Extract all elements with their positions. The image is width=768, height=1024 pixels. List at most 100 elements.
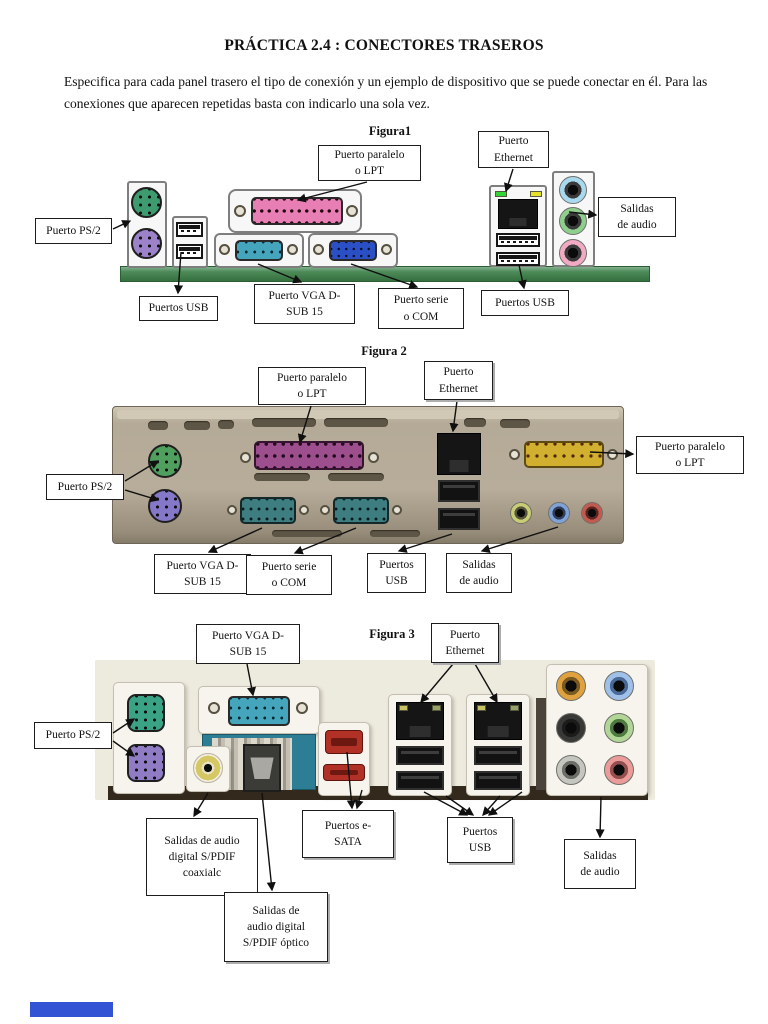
ethernet-led <box>432 705 441 711</box>
vent-slot <box>184 421 210 430</box>
vent-slot <box>370 530 420 537</box>
vent-slot <box>272 530 342 537</box>
fig3-label-ethernet: Puerto Ethernet <box>431 623 499 663</box>
fig3-usb-port <box>474 771 522 790</box>
screw <box>368 452 379 463</box>
fig2-game-port <box>524 441 604 468</box>
fig1-label-ps2: Puerto PS/2 <box>35 218 112 244</box>
vent-slot <box>500 419 530 428</box>
ethernet-led-yellow <box>530 191 542 197</box>
fig3-ps2-mouse-port <box>127 694 165 732</box>
fig3-arrow-audio <box>595 796 605 839</box>
vent-slot <box>254 473 310 481</box>
ethernet-led <box>510 705 519 711</box>
screw <box>346 205 358 217</box>
fig2-audio-jack-linein <box>548 502 570 524</box>
fig2-ethernet-port <box>437 433 481 475</box>
fig1-usb-port <box>176 222 203 237</box>
ethernet-led-green <box>495 191 507 197</box>
fig1-vga-port <box>329 240 377 261</box>
screw <box>227 505 237 515</box>
screw <box>208 702 220 714</box>
fig3-audio-jack-black <box>556 713 586 743</box>
fig1-usb-port <box>496 252 540 266</box>
screw <box>234 205 246 217</box>
page-title: PRÁCTICA 2.4 : CONECTORES TRASEROS <box>224 37 544 54</box>
fig2-label-ethernet: Puerto Ethernet <box>424 361 493 400</box>
fig2-serial-port-2 <box>333 497 389 524</box>
fig2-audio-jack-lineout <box>510 502 532 524</box>
fig1-label-ethernet: Puerto Ethernet <box>478 131 549 168</box>
fig1-ps2-mouse-port <box>131 187 162 218</box>
fig3-audio-jack-orange <box>556 671 586 701</box>
fig2-serial-port <box>240 497 296 524</box>
fig2-usb-port <box>438 508 480 530</box>
fig1-audio-jack-lineout <box>559 207 587 235</box>
screw <box>381 244 392 255</box>
fig2-parallel-port <box>254 441 364 470</box>
fig3-audio-jack-green <box>604 713 634 743</box>
vent-slot <box>148 421 168 430</box>
fig2-label-usb: Puertos USB <box>367 553 426 593</box>
fig2-caption: Figura 2 <box>361 344 407 358</box>
fig1-motherboard-edge <box>120 266 650 282</box>
fig1-label-parallel: Puerto paralelo o LPT <box>318 145 421 181</box>
screw <box>509 449 520 460</box>
fig3-spdif-coaxial-port <box>193 753 223 783</box>
screw <box>607 449 618 460</box>
fig3-label-ps2: Puerto PS/2 <box>34 722 112 749</box>
fig3-esata-port <box>325 730 363 754</box>
fig2-label-vga: Puerto VGA D- SUB 15 <box>154 554 251 594</box>
fig1-caption: Figura1 <box>368 124 412 138</box>
fig3-vga-db9-port <box>228 696 290 726</box>
ethernet-led <box>477 705 486 711</box>
fig3-usb-port <box>474 746 522 765</box>
fig3-label-spdif-coaxial: Salidas de audio digital S/PDIF coaxialc <box>146 818 258 896</box>
screw <box>287 244 298 255</box>
vent-slot <box>218 420 234 429</box>
fig3-label-usb: Puertos USB <box>447 817 513 863</box>
screw <box>392 505 402 515</box>
fig3-esata-port <box>323 764 365 781</box>
fig2-label-parallel: Puerto paralelo o LPT <box>258 367 366 405</box>
fig3-arrow-optical <box>261 792 276 892</box>
fig2-audio-jack-mic <box>581 502 603 524</box>
fig3-label-spdif-optical: Salidas de audio digital S/PDIF óptico <box>224 892 328 962</box>
fig2-ps2-keyboard-port <box>148 489 182 523</box>
fig3-usb-port <box>396 746 444 765</box>
intro-paragraph: Especifica para cada panel trasero el ti… <box>64 74 708 111</box>
fig2-label-serial: Puerto serie o COM <box>246 555 332 595</box>
fig3-label-vga: Puerto VGA D- SUB 15 <box>196 624 300 664</box>
fig1-label-usb-right: Puertos USB <box>481 290 569 316</box>
vent-slot <box>324 418 388 427</box>
fig3-audio-jack-gray <box>556 755 586 785</box>
screw <box>299 505 309 515</box>
blue-bar-fragment <box>30 1002 113 1017</box>
fig2-usb-port <box>438 480 480 502</box>
screw <box>240 452 251 463</box>
fig1-usb-port <box>496 233 540 247</box>
fig3-label-esata: Puertos e- SATA <box>302 810 394 858</box>
fig1-label-usb-left: Puertos USB <box>139 296 218 321</box>
fig1-parallel-port <box>251 197 343 225</box>
fig2-label-audio: Salidas de audio <box>446 553 512 593</box>
fig3-caption: Figura 3 <box>369 627 415 641</box>
fig3-audio-jack-blue <box>604 671 634 701</box>
screw <box>219 244 230 255</box>
fig3-panel-gap <box>536 698 548 790</box>
fig1-db9-port <box>235 240 283 261</box>
screw <box>296 702 308 714</box>
screw <box>313 244 324 255</box>
fig3-spdif-optical-port <box>243 744 281 792</box>
shield-top-lip <box>117 410 619 419</box>
fig3-audio-jack-pink <box>604 755 634 785</box>
fig3-ps2-keyboard-port <box>127 744 165 782</box>
fig1-usb-port <box>176 244 203 259</box>
ethernet-led <box>399 705 408 711</box>
fig2-label-ps2: Puerto PS/2 <box>46 474 124 500</box>
fig1-label-audio: Salidas de audio <box>598 197 676 237</box>
fig3-usb-port <box>396 771 444 790</box>
fig1-audio-jack-linein <box>559 176 587 204</box>
vent-slot <box>252 418 316 427</box>
vent-slot <box>464 418 486 427</box>
